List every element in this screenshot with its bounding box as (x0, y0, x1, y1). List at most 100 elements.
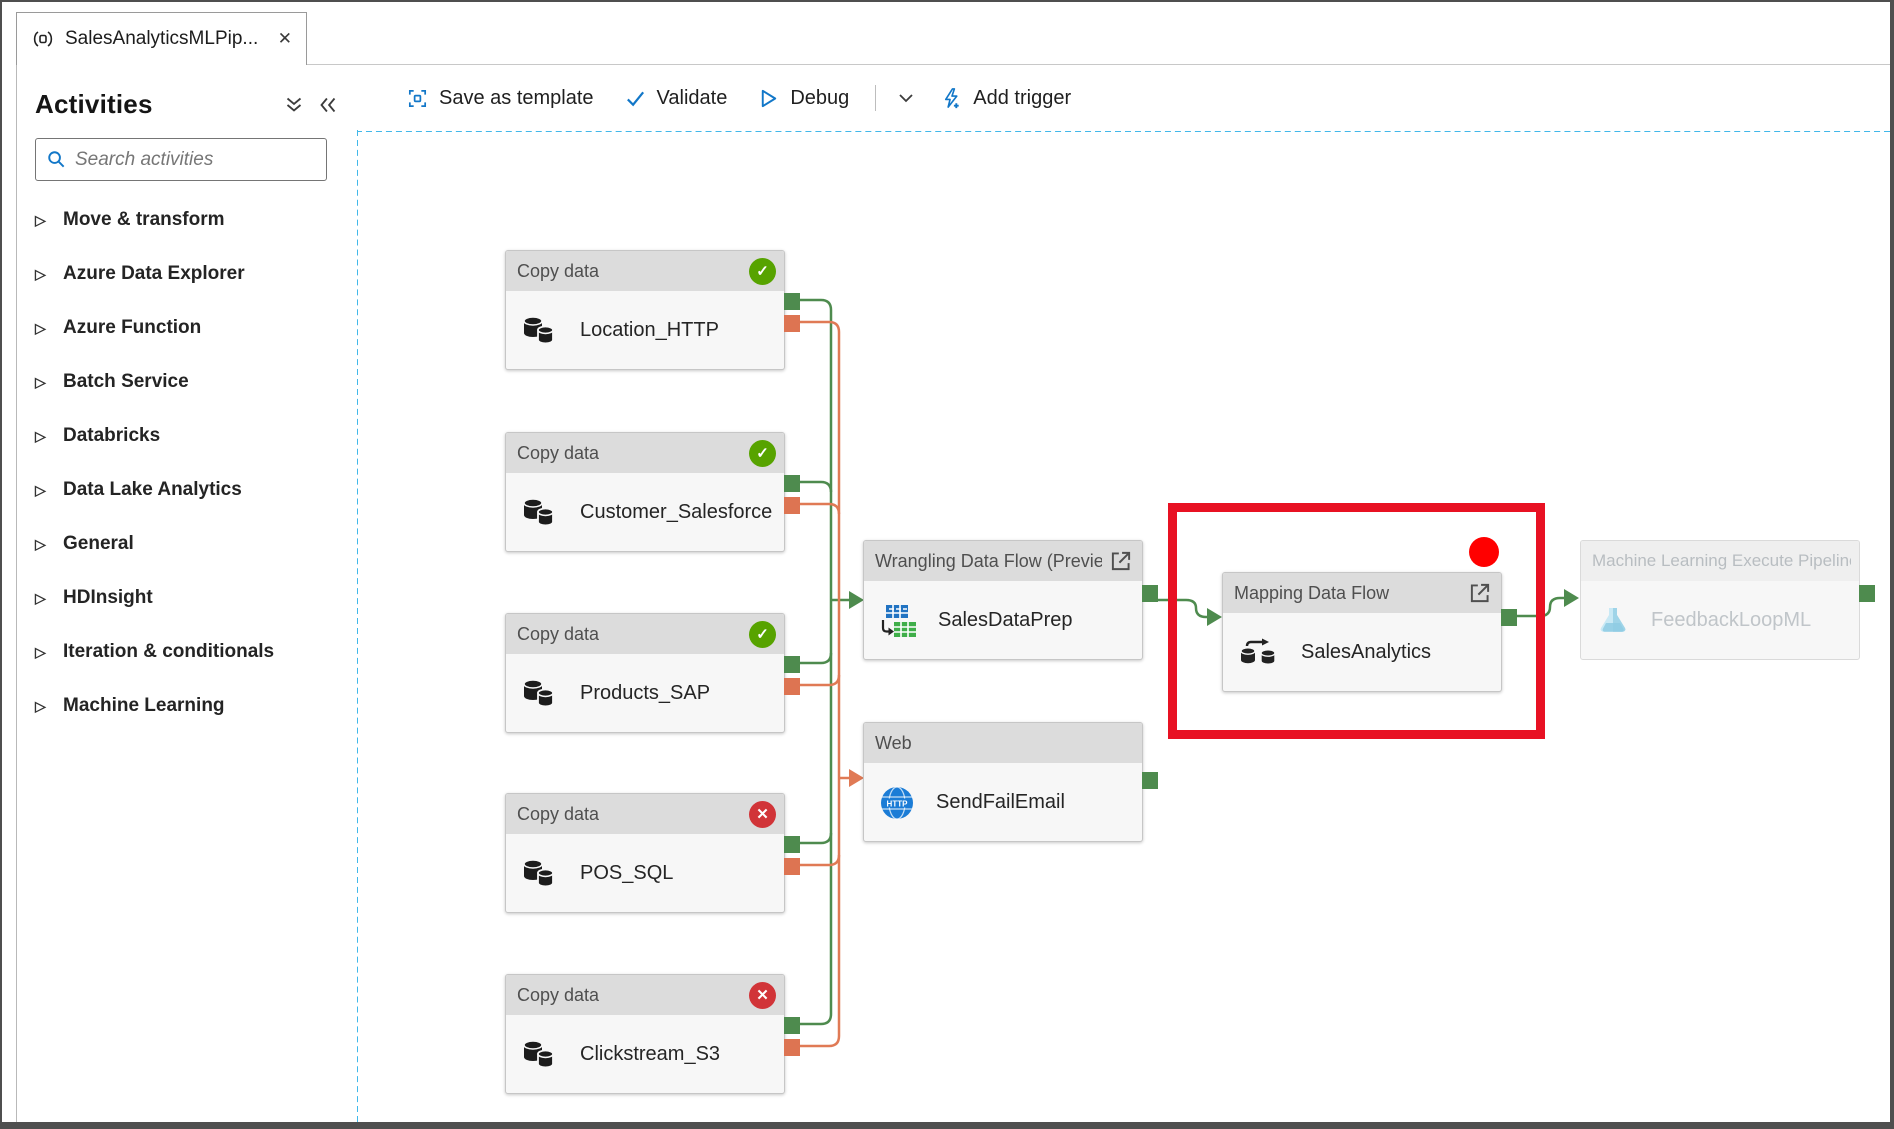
tab-title: SalesAnalyticsMLPip... (65, 28, 259, 49)
success-status-icon: ✓ (749, 439, 776, 467)
node-name-label: Products_SAP (580, 682, 711, 704)
node-SalesDataPrep[interactable]: Wrangling Data Flow (Preview SalesDataPr… (863, 540, 1158, 660)
debug-play-icon (757, 87, 780, 110)
validate-button[interactable]: Validate (616, 81, 736, 116)
pipeline-tab[interactable]: SalesAnalyticsMLPip... ✕ (16, 12, 307, 65)
save-as-template-button[interactable]: Save as template (398, 81, 602, 116)
node-FeedbackLoopML[interactable]: Machine Learning Execute Pipeline Feedba… (1580, 540, 1875, 660)
expand-caret-icon[interactable]: ▷ (35, 319, 46, 336)
search-activities-input[interactable] (75, 148, 316, 171)
sidebar-item-machine-learning[interactable]: ▷ Machine Learning (35, 679, 357, 733)
node-POS_SQL[interactable]: Copy data ✕ POS_SQL (505, 793, 800, 913)
node-name-label: Clickstream_S3 (580, 1043, 721, 1065)
sidebar-item-data-lake-analytics[interactable]: ▷ Data Lake Analytics (35, 463, 357, 517)
add-trigger-lightning-icon (940, 87, 963, 110)
copy-data-icon (522, 858, 558, 890)
sidebar-item-label: Azure Data Explorer (63, 263, 245, 284)
node-name-label: SalesDataPrep (938, 609, 1073, 631)
error-status-icon: ✕ (749, 981, 776, 1009)
node-type-label: Machine Learning Execute Pipeline (1592, 551, 1851, 570)
output-port-success[interactable] (784, 475, 800, 492)
expand-caret-icon[interactable]: ▷ (35, 481, 46, 498)
expand-caret-icon[interactable]: ▷ (35, 643, 46, 660)
sidebar-item-label: General (63, 533, 134, 554)
toolbar-divider (875, 85, 877, 111)
debug-label: Debug (790, 86, 850, 109)
tabstrip-divider (307, 64, 1890, 65)
debug-options-chevron-icon[interactable] (894, 86, 918, 110)
expand-caret-icon[interactable]: ▷ (35, 265, 46, 282)
sidebar-item-hdinsight[interactable]: ▷HDInsight (35, 571, 357, 625)
expand-caret-icon[interactable]: ▷ (35, 427, 46, 444)
add-trigger-label: Add trigger (973, 86, 1072, 109)
copy-data-icon (522, 497, 558, 529)
node-Location_HTTP[interactable]: Copy data ✓ Location_HTTP (505, 250, 800, 370)
output-port-failure[interactable] (784, 678, 800, 695)
sidebar-item-azure-data-explorer[interactable]: ▷ Azure Data Explorer (35, 247, 357, 301)
expand-caret-icon[interactable]: ▷ (35, 373, 46, 390)
sidebar-item-label: Data Lake Analytics (63, 479, 242, 500)
node-Clickstream_S3[interactable]: Copy data ✕ Clickstream_S3 (505, 974, 800, 1094)
close-icon[interactable]: ✕ (277, 29, 292, 48)
debug-button[interactable]: Debug (749, 81, 857, 116)
output-port-failure[interactable] (784, 315, 800, 332)
node-Products_SAP[interactable]: Copy data ✓ Products_SAP (505, 613, 800, 733)
sidebar-item-general[interactable]: ▷ General (35, 517, 357, 571)
expand-caret-icon[interactable]: ▷ (35, 535, 46, 552)
node-SendFailEmail[interactable]: Web HTTP SendFailEmail (863, 722, 1158, 842)
sidebar-item-label: Move & transform (63, 209, 225, 230)
search-activities-box[interactable] (35, 138, 327, 181)
node-name-label: POS_SQL (580, 862, 674, 884)
node-type-label: Web (875, 732, 912, 753)
sidebar-item-move-transform[interactable]: ▷ Move & transform (35, 193, 357, 247)
node-SalesAnalytics[interactable]: Mapping Data Flow SalesAnalytics (1222, 572, 1517, 692)
expand-caret-icon[interactable]: ▷ (35, 211, 46, 228)
save-as-template-label: Save as template (439, 86, 594, 109)
pipeline-icon (31, 29, 55, 49)
validate-check-icon (624, 87, 647, 110)
machine-learning-flask-icon (1597, 606, 1629, 636)
collapse-panel-icon[interactable] (315, 92, 341, 118)
node-name-label: SendFailEmail (936, 791, 1065, 813)
output-port-success[interactable] (1859, 585, 1875, 602)
copy-data-icon (522, 678, 558, 710)
activities-title: Activities (35, 89, 153, 119)
sidebar-item-label: Batch Service (63, 371, 189, 392)
validate-label: Validate (656, 86, 728, 109)
output-port-failure[interactable] (784, 1039, 800, 1056)
node-Customer_Salesforce[interactable]: Copy data ✓ Customer_Salesforce (505, 432, 800, 552)
sidebar-item-label: Azure Function (63, 317, 202, 338)
open-data-flow-icon[interactable] (1108, 548, 1134, 574)
node-name-label: SalesAnalytics (1301, 641, 1432, 663)
sidebar-item-label: Iteration & conditionals (63, 641, 275, 662)
sidebar-item-label: Machine Learning (63, 695, 225, 716)
node-type-label: Copy data (517, 803, 600, 824)
node-type-label: Copy data (517, 623, 600, 644)
output-port-success[interactable] (1501, 609, 1517, 626)
sidebar-item-label: Databricks (63, 425, 161, 446)
error-status-icon: ✕ (749, 800, 776, 828)
output-port-success[interactable] (784, 656, 800, 673)
add-trigger-button[interactable]: Add trigger (932, 81, 1079, 116)
save-as-template-icon (406, 87, 429, 110)
open-data-flow-icon[interactable] (1467, 580, 1493, 606)
sidebar-item-databricks[interactable]: ▷ Databricks (35, 409, 357, 463)
output-port-success[interactable] (1142, 772, 1158, 789)
node-name-label: Customer_Salesforce (580, 501, 773, 523)
node-type-label: Copy data (517, 442, 600, 463)
output-port-failure[interactable] (784, 497, 800, 514)
node-type-label: Copy data (517, 260, 600, 281)
sidebar-item-iteration-conditionals[interactable]: ▷ Iteration & conditionals (35, 625, 357, 679)
output-port-success[interactable] (784, 293, 800, 310)
output-port-success[interactable] (1142, 585, 1158, 602)
sidebar-item-azure-function[interactable]: ▷ Azure Function (35, 301, 357, 355)
activities-sidebar: Activities ▷ Move & transform ▷ Azure Data … (16, 65, 357, 1122)
collapse-all-icon[interactable] (281, 92, 307, 118)
output-port-success[interactable] (784, 836, 800, 853)
output-port-success[interactable] (784, 1017, 800, 1034)
sidebar-item-batch-service[interactable]: ▷ Batch Service (35, 355, 357, 409)
output-port-failure[interactable] (784, 858, 800, 875)
expand-caret-icon[interactable]: ▷ (35, 697, 46, 714)
expand-caret-icon[interactable]: ▷ (35, 589, 46, 606)
node-name-label: Location_HTTP (580, 319, 719, 341)
